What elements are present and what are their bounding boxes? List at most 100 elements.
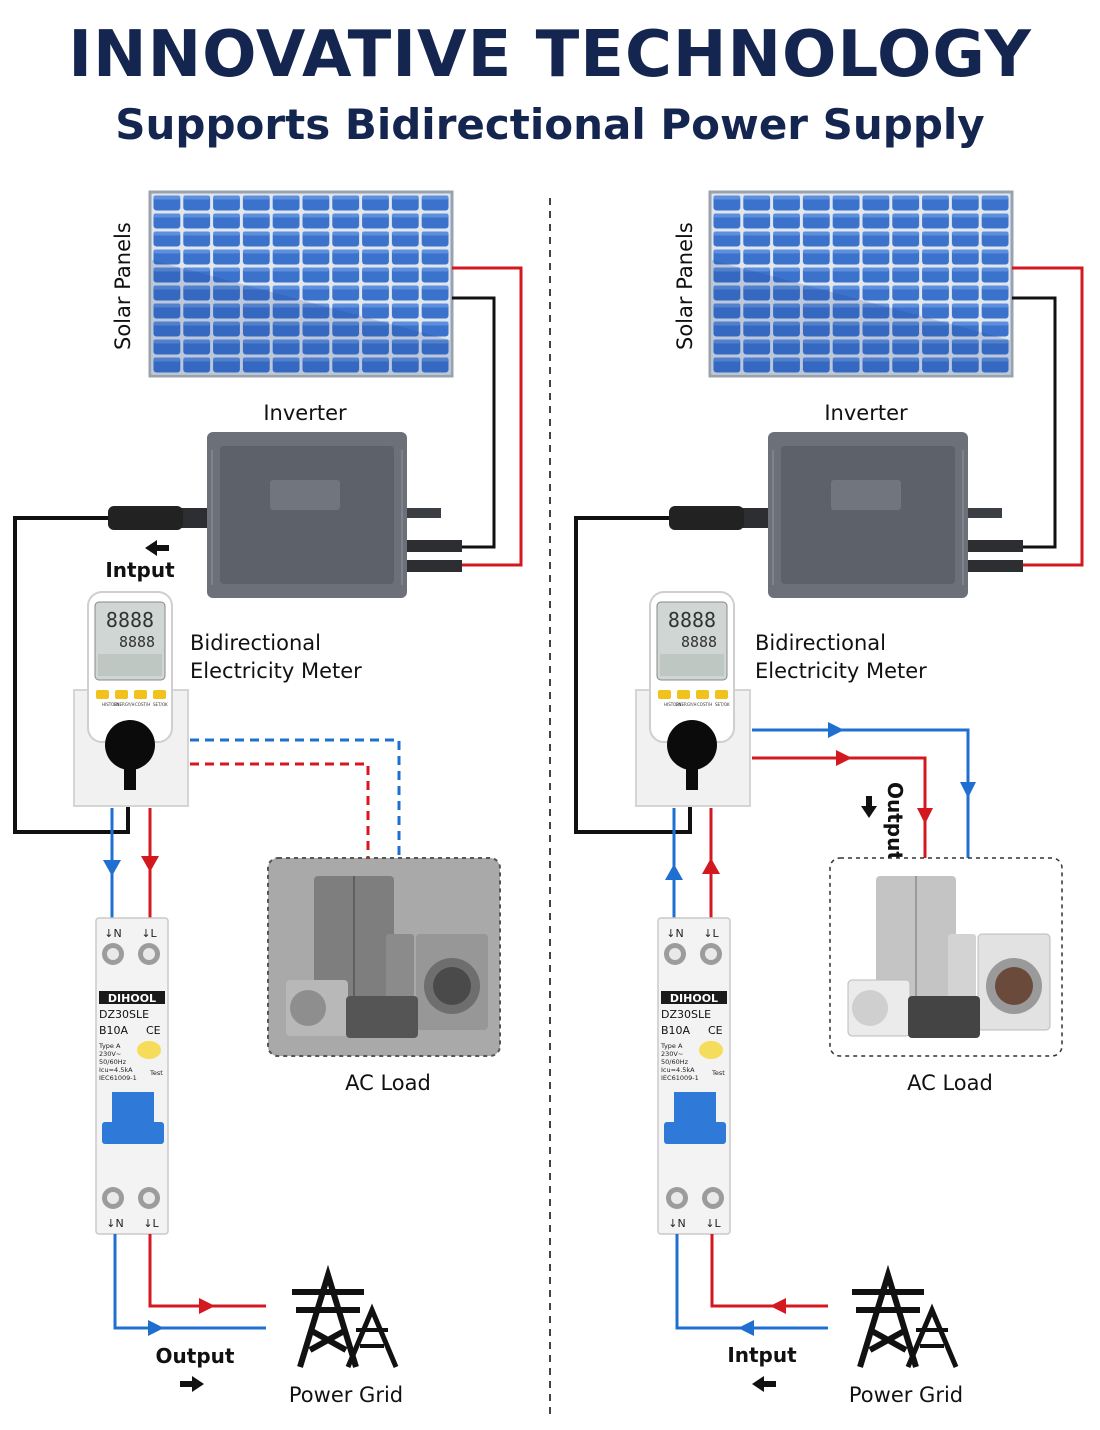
meter-display-2: 8888 <box>681 633 717 651</box>
svg-text:Test: Test <box>149 1069 163 1077</box>
flow-arrow-icon <box>861 806 877 818</box>
right-arrow-icon <box>828 722 844 738</box>
solar-panels-label: Solar Panels <box>111 222 135 350</box>
svg-text:230V~: 230V~ <box>661 1050 683 1058</box>
svg-text:↓L: ↓L <box>703 927 719 940</box>
flow-arrow-icon <box>192 1376 204 1392</box>
left-arrow-icon <box>770 1298 786 1314</box>
inverter-flow-label: Intput <box>105 558 175 582</box>
svg-text:↓N: ↓N <box>106 1217 123 1230</box>
grid-flow-label: Output <box>156 1344 235 1368</box>
left-scenario: Solar Panels Inverter Intput <box>13 190 523 1407</box>
live-wire-grid <box>148 1234 266 1308</box>
circuit-breaker-right: ↓N ↓L DIHOOL DZ30SLE B10A CE Type A 230V… <box>657 917 731 1235</box>
dc-positive-wire <box>452 266 523 567</box>
svg-text:ENERGY/H: ENERGY/H <box>676 702 697 707</box>
svg-text:CE: CE <box>708 1024 723 1037</box>
meter-display-2: 8888 <box>119 633 155 651</box>
neutral-wire-grid <box>113 1234 266 1330</box>
svg-text:↓L: ↓L <box>143 1217 159 1230</box>
load-neutral-wire <box>752 728 970 858</box>
svg-text:Icu=4.5kA: Icu=4.5kA <box>99 1066 133 1074</box>
down-arrow-icon <box>103 860 121 876</box>
svg-text:↓N: ↓N <box>104 927 121 940</box>
load-live-wire <box>752 756 927 858</box>
flow-arrow-icon <box>752 1376 764 1392</box>
down-arrow-icon <box>917 808 933 824</box>
dc-positive-wire <box>1012 266 1084 567</box>
svg-text:SET/OK: SET/OK <box>153 702 168 707</box>
svg-text:↓L: ↓L <box>141 927 157 940</box>
breaker-brand: DIHOOL <box>670 992 718 1005</box>
meter-label-line2: Electricity Meter <box>190 659 362 683</box>
electricity-meter-left: 8888 8888 HISTORY ENERGY/H COST/H SET/OK <box>73 591 189 807</box>
meter-display-1: 8888 <box>668 608 716 632</box>
right-arrow-icon <box>836 750 852 766</box>
svg-text:SET/OK: SET/OK <box>715 702 730 707</box>
load-live-dashed <box>190 762 370 858</box>
breaker-brand: DIHOOL <box>108 992 156 1005</box>
svg-text:Icu=4.5kA: Icu=4.5kA <box>661 1066 695 1074</box>
svg-text:Type A: Type A <box>98 1042 121 1050</box>
solar-panel-right <box>708 190 1014 378</box>
electricity-meter-right: 8888 8888 HISTORY ENERGY/H COST/H SET/OK <box>635 591 751 807</box>
power-grid-label: Power Grid <box>849 1383 963 1407</box>
dc-negative-wire <box>1012 296 1057 549</box>
ac-load-right <box>829 857 1063 1057</box>
meter-display-1: 8888 <box>106 608 154 632</box>
page-title: INNOVATIVE TECHNOLOGY <box>68 18 1032 92</box>
svg-text:IEC61009-1: IEC61009-1 <box>661 1074 699 1082</box>
svg-text:COST/H: COST/H <box>135 702 150 707</box>
live-wire-grid <box>710 1234 828 1308</box>
down-arrow-icon <box>141 856 159 872</box>
inverter-left <box>180 432 462 598</box>
svg-text:↓L: ↓L <box>705 1217 721 1230</box>
ac-connector <box>669 506 744 530</box>
right-arrow-icon <box>148 1320 164 1336</box>
up-arrow-icon <box>702 858 720 874</box>
inverter-label: Inverter <box>824 401 908 425</box>
svg-text:Type A: Type A <box>660 1042 683 1050</box>
ac-connector <box>108 506 183 530</box>
right-scenario: Solar Panels Inverter 8888 8888 <box>574 190 1084 1407</box>
power-grid-label: Power Grid <box>289 1383 403 1407</box>
svg-text:230V~: 230V~ <box>99 1050 121 1058</box>
breaker-rating: B10A <box>99 1024 129 1037</box>
inverter-right <box>741 432 1023 598</box>
dc-negative-wire <box>452 296 496 549</box>
up-arrow-icon <box>665 864 683 880</box>
meter-label-line2: Electricity Meter <box>755 659 927 683</box>
svg-text:50/60Hz: 50/60Hz <box>99 1058 127 1066</box>
breaker-rating: B10A <box>661 1024 691 1037</box>
svg-text:COST/H: COST/H <box>697 702 712 707</box>
svg-text:HISTORY: HISTORY <box>102 702 120 707</box>
solar-panels-label: Solar Panels <box>673 222 697 350</box>
right-arrow-icon <box>199 1298 215 1314</box>
svg-text:IEC61009-1: IEC61009-1 <box>99 1074 137 1082</box>
power-pylon-icon <box>292 1264 399 1368</box>
breaker-model: DZ30SLE <box>661 1008 711 1021</box>
inverter-label: Inverter <box>263 401 347 425</box>
grid-flow-label: Intput <box>727 1343 797 1367</box>
ac-load-label: AC Load <box>345 1071 431 1095</box>
ac-load-label: AC Load <box>907 1071 993 1095</box>
svg-text:↓N: ↓N <box>666 927 683 940</box>
flow-arrow-icon <box>145 540 157 556</box>
svg-text:Test: Test <box>711 1069 725 1077</box>
left-arrow-icon <box>738 1320 754 1336</box>
page-subtitle: Supports Bidirectional Power Supply <box>115 100 985 149</box>
svg-text:↓N: ↓N <box>668 1217 685 1230</box>
solar-panel-left <box>148 190 454 378</box>
circuit-breaker-left: ↓N ↓L DIHOOL DZ30SLE B10A CE Type A 230V… <box>95 917 169 1235</box>
load-neutral-dashed <box>190 738 401 858</box>
svg-text:CE: CE <box>146 1024 161 1037</box>
power-pylon-icon <box>852 1264 959 1368</box>
svg-text:ENERGY/H: ENERGY/H <box>114 702 135 707</box>
neutral-wire-grid <box>675 1234 828 1330</box>
load-flow-label: Output <box>883 782 907 861</box>
svg-text:HISTORY: HISTORY <box>664 702 682 707</box>
ac-load-left <box>267 857 501 1057</box>
down-arrow-icon <box>960 782 976 798</box>
meter-label-line1: Bidirectional <box>190 631 321 655</box>
